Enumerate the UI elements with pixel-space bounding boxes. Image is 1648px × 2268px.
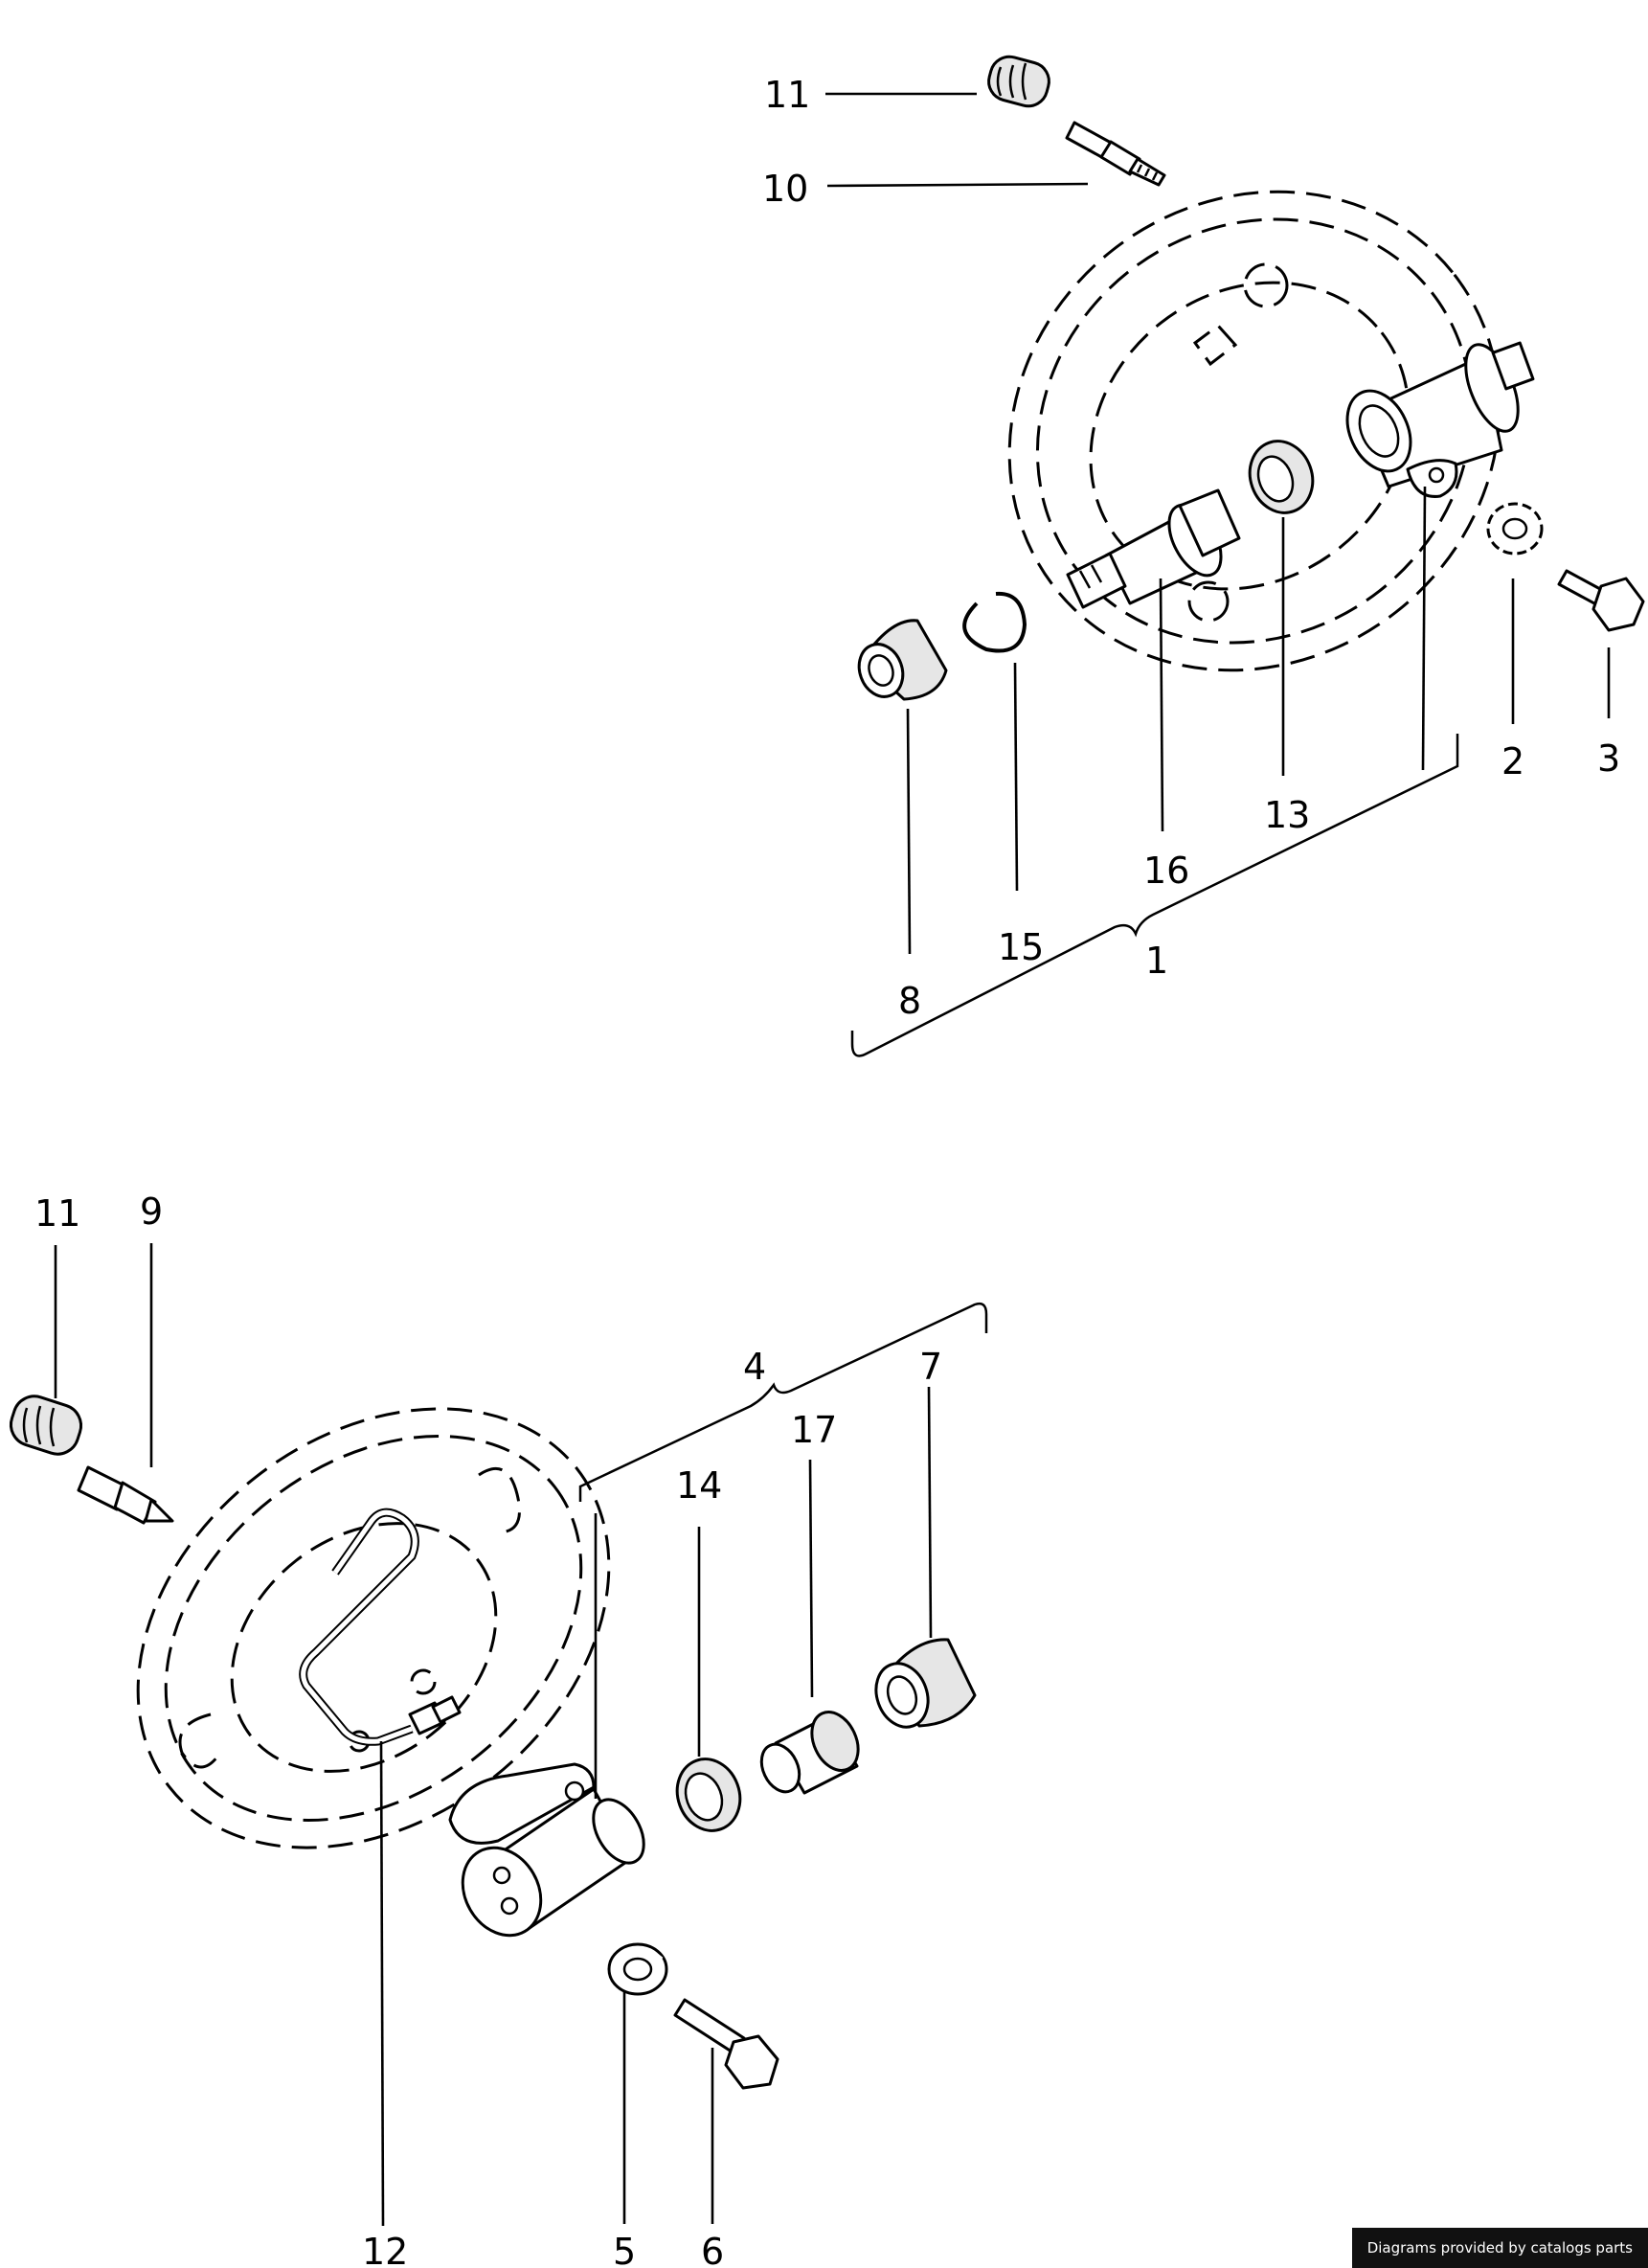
callout-1: 1 [1145, 940, 1168, 982]
callout-3: 3 [1597, 737, 1620, 780]
lock-washer-5 [607, 1942, 668, 1996]
wheel-cylinder-4 [448, 1762, 645, 1938]
callout-13: 13 [1264, 794, 1310, 836]
bolt-3 [1557, 569, 1645, 632]
leader-lines [54, 92, 1611, 2227]
callout-7: 7 [919, 1346, 942, 1388]
callout-labels: 11 10 2 3 13 16 15 1 8 11 9 4 7 17 14 12… [34, 74, 1620, 2268]
callout-11-top: 11 [764, 74, 810, 116]
upper-assembly [850, 55, 1645, 1057]
bleeder-valve-9 [77, 1465, 174, 1525]
wheel-cylinder-1 [1345, 341, 1535, 498]
credit-badge: Diagrams provided by catalogs parts [1351, 2228, 1648, 2268]
lower-backing-plate [136, 1407, 611, 1849]
callout-17: 17 [791, 1409, 837, 1451]
bleeder-valve-10 [1065, 121, 1166, 187]
callout-8: 8 [898, 980, 921, 1022]
dust-boot-7 [874, 1638, 977, 1729]
dust-cap-11-top [987, 55, 1050, 108]
dust-cap-11-bottom [9, 1395, 83, 1456]
circlip-15 [962, 591, 1027, 653]
brake-pipe-12 [299, 1508, 462, 1746]
callout-12: 12 [362, 2231, 408, 2268]
piston-17 [759, 1711, 860, 1795]
piston-seal-14 [675, 1758, 742, 1832]
callout-14: 14 [676, 1464, 722, 1507]
callout-6: 6 [701, 2231, 724, 2268]
callout-15: 15 [998, 926, 1044, 968]
bracket-4 [578, 1302, 988, 1502]
callout-16: 16 [1143, 850, 1189, 892]
adjuster-piston-16 [1066, 488, 1241, 609]
bracket-1 [850, 734, 1459, 1057]
callout-2: 2 [1501, 740, 1524, 782]
lock-washer-2 [1486, 502, 1544, 556]
dust-boot-8 [857, 619, 948, 701]
bolt-6 [673, 1998, 779, 2090]
piston-seal-13 [1248, 440, 1315, 514]
callout-11-bottom: 11 [34, 1192, 80, 1235]
callout-10: 10 [762, 168, 808, 210]
callout-4: 4 [743, 1346, 766, 1388]
lower-assembly [9, 1302, 988, 2090]
callout-5: 5 [613, 2231, 636, 2268]
callout-9: 9 [140, 1191, 163, 1233]
